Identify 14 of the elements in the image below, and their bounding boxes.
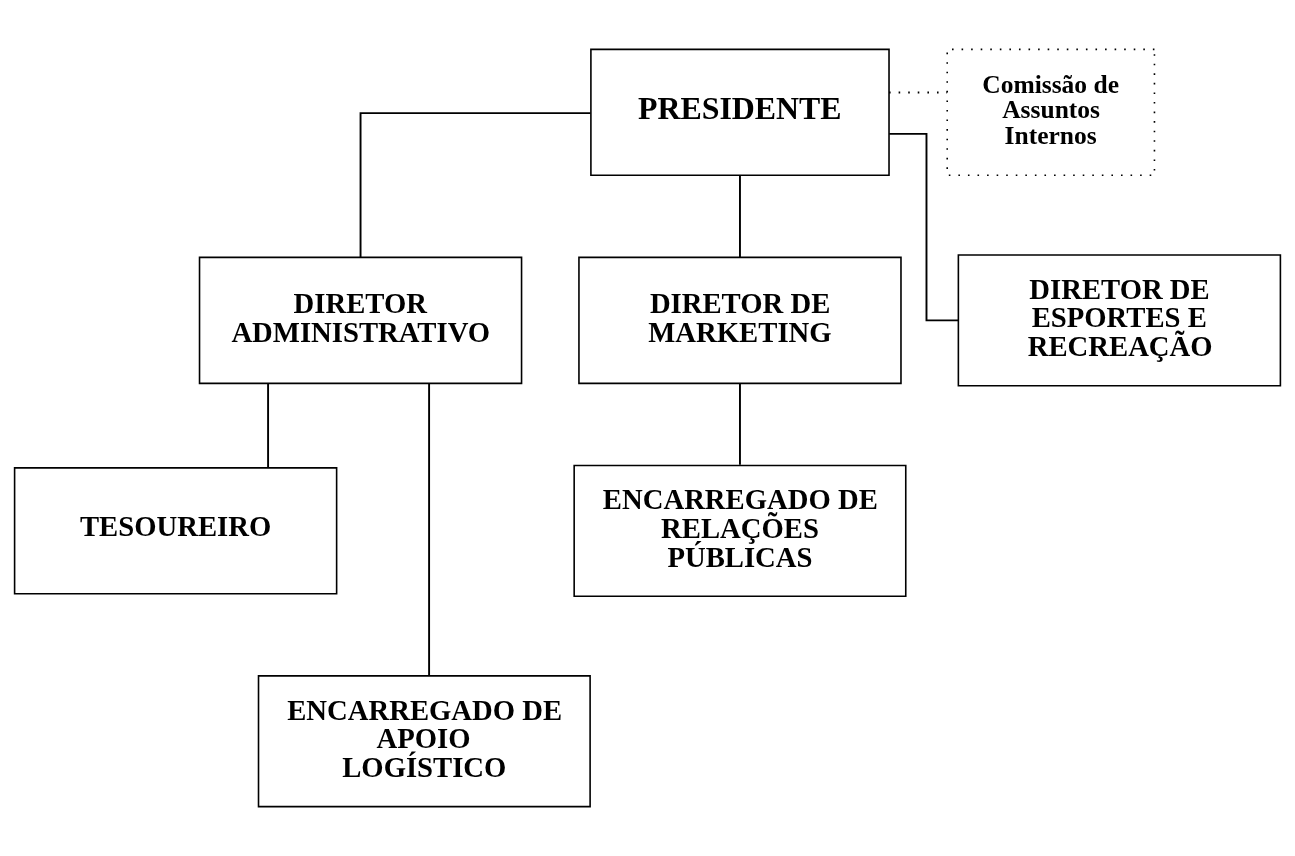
connector: [739, 382, 741, 466]
node-box: DIRETOR DE MARKETING: [578, 256, 902, 385]
connector: [267, 382, 270, 469]
connector: [888, 132, 960, 322]
connector: [739, 174, 741, 258]
node-box: DIRETOR ADMINISTRATIVO: [198, 256, 523, 385]
node-box: ENCARREGADO DE RELAÇÕES PÚBLICAS: [573, 464, 907, 597]
node-box: Comissão de Assuntos Internos: [946, 48, 1156, 177]
connector: [359, 112, 592, 259]
node-box: DIRETOR DE ESPORTES E RECREAÇÃO: [957, 254, 1282, 387]
node-box: ENCARREGADO DE APOIO LOGÍSTICO: [257, 675, 591, 808]
node-box: TESOUREIRO: [13, 467, 338, 595]
node-box: PRESIDENTE: [590, 48, 890, 177]
connector: [428, 382, 431, 677]
